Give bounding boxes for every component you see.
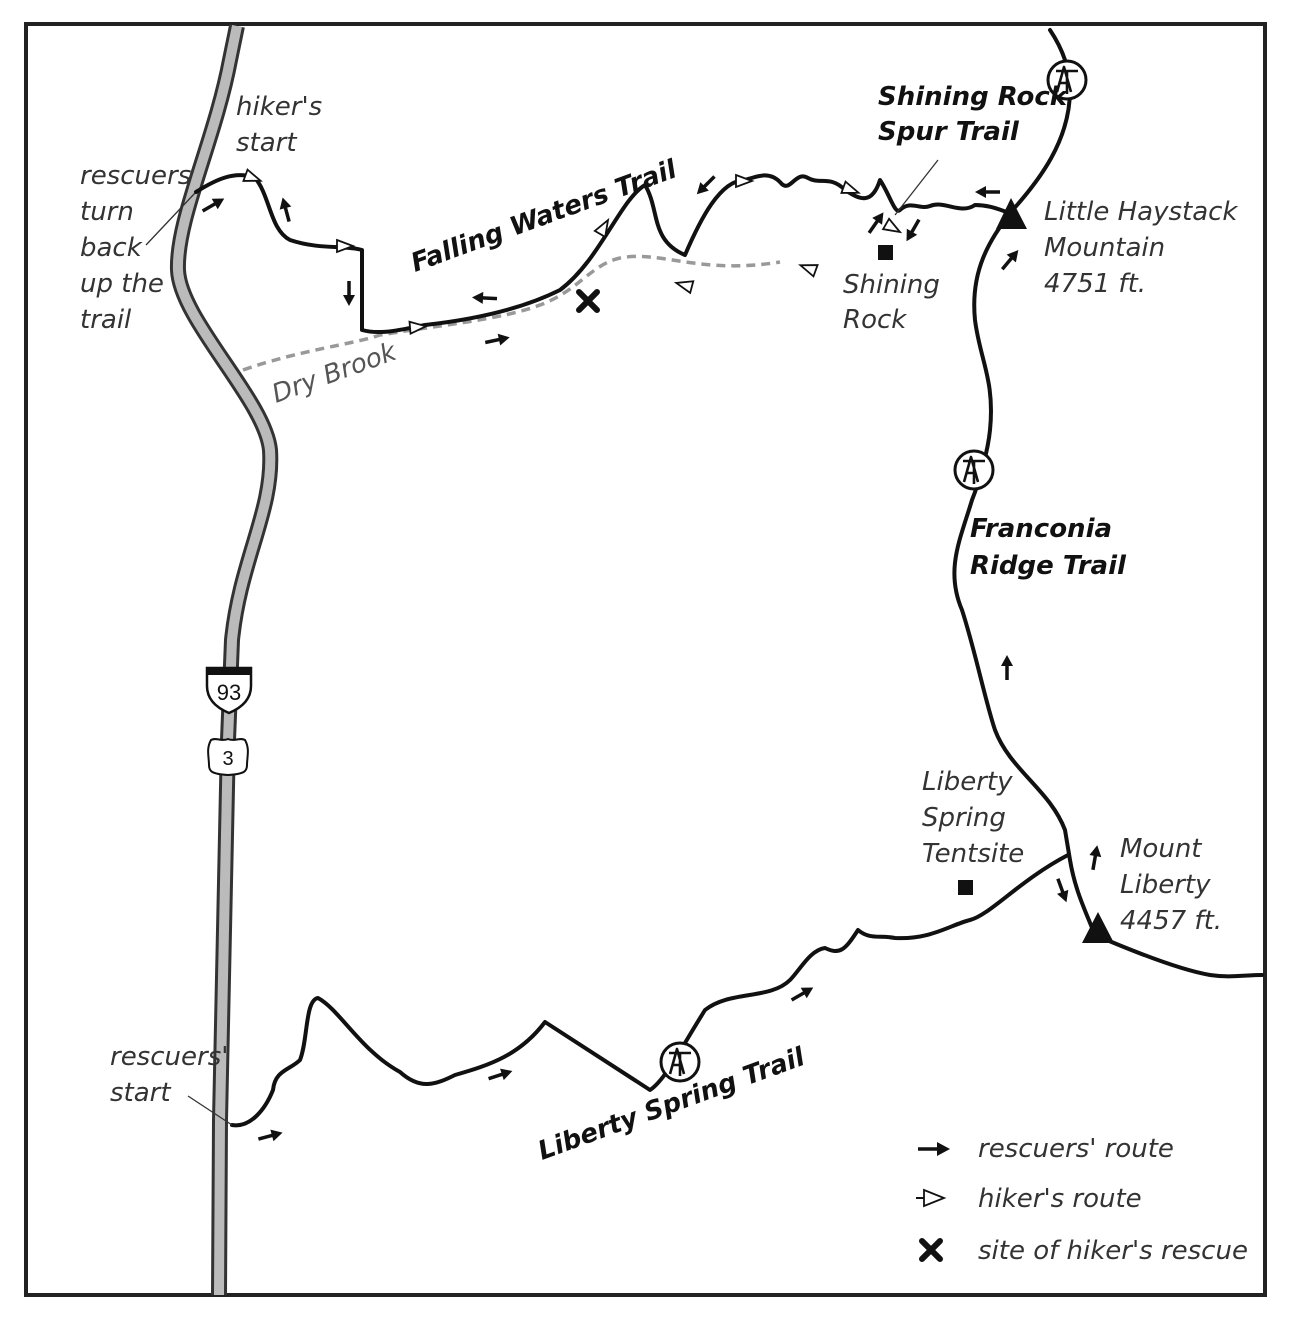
little-haystack-peak-icon [996, 198, 1027, 229]
legend-rescue-x-icon [919, 1238, 943, 1262]
dry-brook-stream [242, 254, 781, 372]
us-route-number: 3 [222, 748, 233, 770]
rescuers-turn-label-2: turn [80, 197, 134, 227]
appalachian-trail-icon [659, 1041, 701, 1083]
rescuers-turn-label-1: rescuers [80, 161, 191, 191]
hiker-start-label-2: start [236, 128, 297, 158]
legend-rescue-site: site of hiker's rescue [978, 1236, 1248, 1266]
map-legend: rescuers' route hiker's route site of hi… [916, 1134, 1248, 1266]
shining-rock-label-2: Rock [843, 305, 907, 335]
mount-liberty-elevation: 4457 ft. [1120, 906, 1222, 936]
appalachian-trail-icon [953, 449, 995, 491]
us-route-3-shield-icon: 3 [207, 737, 249, 777]
mount-liberty-peak-icon [1082, 912, 1114, 943]
mount-liberty-label-2: Liberty [1120, 870, 1211, 900]
little-haystack-label-2: Mountain [1044, 233, 1165, 263]
legend-rescuers-route: rescuers' route [978, 1134, 1174, 1164]
shining-rock-label-1: Shining [843, 270, 940, 300]
rescuers-start-leader [187, 1095, 233, 1126]
rescuers-turn-label-4: up the [80, 269, 164, 299]
rescue-x-icon [576, 289, 600, 313]
franconia-ridge-label-1: Franconia [970, 514, 1112, 544]
legend-open-arrow-icon [916, 1188, 947, 1208]
mount-liberty-label-1: Mount [1120, 834, 1202, 864]
interstate-number: 93 [217, 680, 241, 705]
shining-rock-spur-label-1: Shining Rock [878, 82, 1069, 112]
rescuers-turn-label-5: trail [80, 305, 132, 335]
hiker-start-label-1: hiker's [236, 92, 322, 122]
rescuers-turn-label-3: back [80, 233, 143, 263]
tentsite-square-icon [958, 880, 973, 895]
tentsite-label-3: Tentsite [922, 839, 1024, 869]
rescuers-start-label-1: rescuers' [110, 1042, 228, 1072]
rescuers-start-label-2: start [110, 1078, 171, 1108]
tentsite-label-2: Spring [922, 803, 1006, 833]
interstate-93-shield-icon: 93 [205, 666, 253, 715]
legend-solid-arrow-icon [918, 1142, 950, 1156]
rescuers-turn-leader [145, 192, 196, 246]
legend-hikers-route: hiker's route [978, 1184, 1142, 1214]
shining-rock-spur-label-2: Spur Trail [878, 117, 1020, 147]
interstate-93-road [169, 24, 279, 1296]
tentsite-label-1: Liberty [922, 767, 1013, 797]
franconia-ridge-label-2: Ridge Trail [970, 551, 1127, 581]
little-haystack-label-1: Little Haystack [1044, 197, 1238, 227]
spur-trail-leader [894, 159, 939, 216]
little-haystack-elevation: 4751 ft. [1044, 269, 1146, 299]
shining-rock-square-icon [878, 245, 893, 260]
